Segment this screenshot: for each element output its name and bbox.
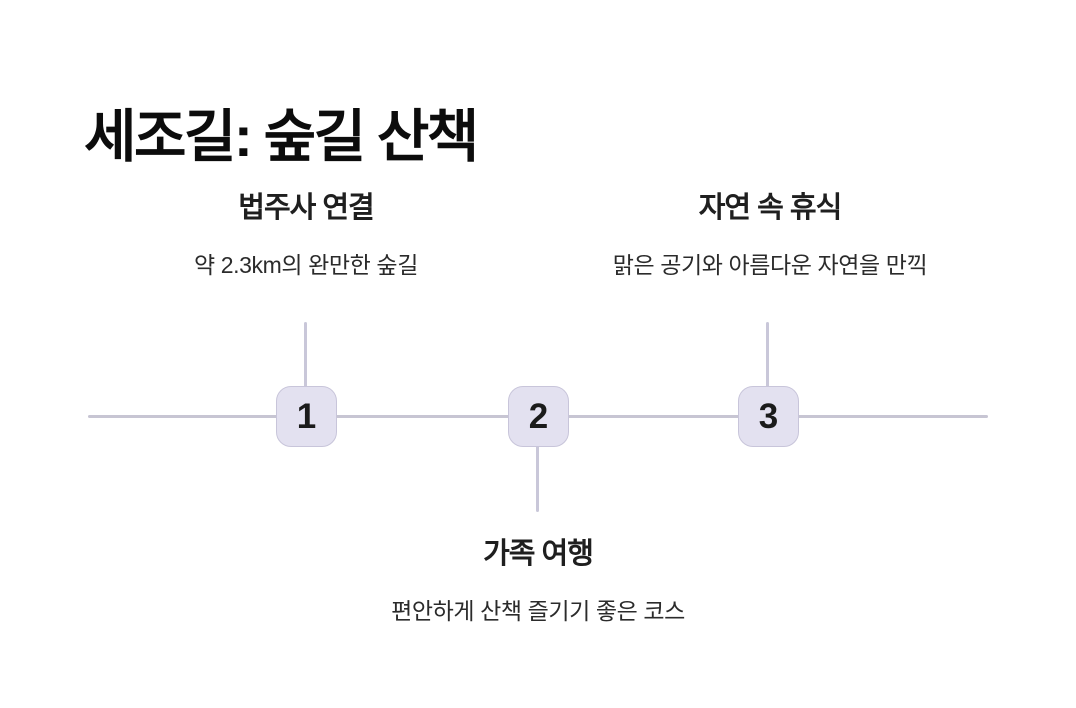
milestone-3-title: 자연 속 휴식 <box>698 192 843 224</box>
page-title: 세조길: 숲길 산책 <box>84 105 479 170</box>
milestone-1-label: 법주사 연결 약 2.3km의 완만한 숲길 <box>86 192 526 280</box>
milestone-3-node: 3 <box>738 386 799 447</box>
milestone-1-node: 1 <box>276 386 337 447</box>
milestone-2-node: 2 <box>508 386 569 447</box>
milestone-1-description: 약 2.3km의 완만한 숲길 <box>194 252 418 279</box>
milestone-2-description: 편안하게 산책 즐기기 좋은 코스 <box>391 598 685 625</box>
milestone-3-label: 자연 속 휴식 맑은 공기와 아름다운 자연을 만끽 <box>550 192 990 280</box>
milestone-1-title: 법주사 연결 <box>238 192 374 224</box>
milestone-2-label: 가족 여행 편안하게 산책 즐기기 좋은 코스 <box>318 538 758 626</box>
milestone-2-title: 가족 여행 <box>483 538 594 570</box>
milestone-3-connector-line <box>766 322 769 388</box>
milestone-2-connector-line <box>536 444 539 512</box>
milestone-3-description: 맑은 공기와 아름다운 자연을 만끽 <box>612 252 928 279</box>
milestone-1-connector-line <box>304 322 307 388</box>
